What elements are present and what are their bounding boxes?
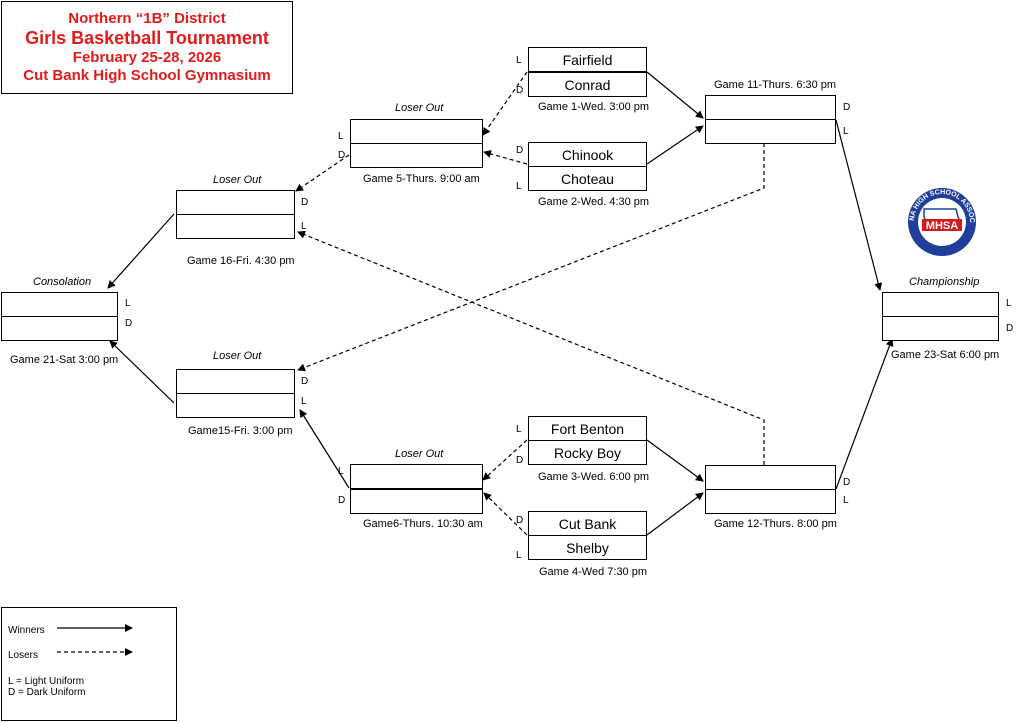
district-title: Northern “1B” District [68,10,226,27]
winner-line-g12-g23 [835,338,894,490]
game6-heading: Loser Out [395,448,444,460]
tournament-dates: February 25-28, 2026 [72,49,222,66]
game12-caption: Game 12-Thurs. 8:00 pm [714,518,837,530]
game5-caption: Game 5-Thurs. 9:00 am [363,173,480,185]
game15-bottom-uniform: L [301,396,307,407]
game21-top-uniform: L [125,298,131,309]
game15-top-uniform: D [301,376,309,387]
winner-line-g6-g15 [299,409,350,489]
game12-bottom-uniform: L [843,495,849,506]
game21-top-slot [1,292,118,317]
game3-top-slot: Fort Benton [528,416,647,441]
game16-bottom-slot [176,214,295,239]
loser-line-g2-g5 [483,150,528,165]
game2-top-uniform: D [516,145,524,156]
game2-top-slot: Chinook [528,142,647,167]
game4-caption: Game 4-Wed 7:30 pm [539,566,648,578]
game15-caption: Game15-Fri. 3:00 pm [188,425,293,437]
game15-bottom-slot [176,393,295,418]
game16-heading: Loser Out [213,174,262,186]
game3-bottom-slot: Rocky Boy [528,440,647,465]
game23-caption: Game 23-Sat 6:00 pm [891,349,1000,361]
loser-line-g5-g16 [295,154,350,192]
game1-caption: Game 1-Wed. 3:00 pm [538,101,650,113]
game4-bottom-uniform: L [516,550,522,561]
game3-top-uniform: L [516,424,522,435]
tournament-title-box: Northern “1B” District Girls Basketball … [1,1,293,94]
game5-heading: Loser Out [395,102,444,114]
tournament-venue: Cut Bank High School Gymnasium [23,67,271,84]
game3-bottom-uniform: D [516,455,524,466]
game23-top-uniform: L [1006,298,1012,309]
game1-top-slot: Fairfield [528,47,647,72]
game5-top-slot [350,119,483,144]
logo-center-text: MHSA [926,220,958,232]
game11-bottom-uniform: L [843,126,849,137]
game6-top-uniform: L [338,466,344,477]
game21-caption: Game 21-Sat 3:00 pm [10,354,119,366]
game11-top-slot [705,95,836,120]
game23-bottom-slot [882,316,999,341]
loser-line-g1-g5 [482,71,528,136]
game11-top-uniform: D [843,102,851,113]
legend-box: Winners Losers L = Light Uniform D = Dar… [1,607,177,721]
winner-line-g15-g21 [109,340,175,404]
championship-heading: Championship [909,276,980,288]
game3-caption: Game 3-Wed. 6:00 pm [538,471,650,483]
loser-line-g3-g6 [482,439,528,481]
game16-top-slot [176,190,295,215]
game4-top-uniform: D [516,515,524,526]
game1-top-uniform: L [516,55,522,66]
winner-line-g3-g12 [646,439,704,482]
game2-caption: Game 2-Wed. 4:30 pm [538,196,650,208]
game2-bottom-slot: Choteau [528,166,647,191]
game21-bottom-uniform: D [125,318,133,329]
game16-top-uniform: D [301,197,309,208]
game1-bottom-uniform: D [516,85,524,96]
game6-bottom-slot [350,489,483,514]
winner-line-g11-g23 [835,119,883,291]
game4-bottom-slot: Shelby [528,535,647,560]
game23-bottom-uniform: D [1006,323,1014,334]
game21-bottom-slot [1,316,118,341]
winner-line-g1-g11 [646,71,704,119]
game5-bottom-uniform: D [338,150,346,161]
game11-bottom-slot [705,119,836,144]
game12-bottom-slot [705,489,836,514]
game16-caption: Game 16-Fri. 4:30 pm [187,255,295,267]
game15-heading: Loser Out [213,350,262,362]
game6-top-slot [350,464,483,489]
loser-line-g12-g16 [297,230,765,465]
winner-line-g4-g12 [646,492,704,536]
game2-bottom-uniform: L [516,181,522,192]
mhsa-logo: MONTANA HIGH SCHOOL ASSOCIATION MHSA [902,187,976,256]
game11-caption: Game 11-Thurs. 6:30 pm [714,79,837,91]
legend-dark-uniform: D = Dark Uniform [8,687,86,698]
game1-bottom-slot: Conrad [528,72,647,97]
game5-top-uniform: L [338,131,344,142]
game12-top-uniform: D [843,477,851,488]
game23-top-slot [882,292,999,317]
tournament-title: Girls Basketball Tournament [25,28,269,48]
legend-winners-label: Winners [8,625,45,636]
game16-bottom-uniform: L [301,221,307,232]
legend-light-uniform: L = Light Uniform [8,676,85,687]
game6-bottom-uniform: D [338,495,346,506]
game15-top-slot [176,369,295,394]
game4-top-slot: Cut Bank [528,511,647,536]
loser-line-g11-g15 [297,143,765,372]
consolation-heading: Consolation [33,276,92,288]
game12-top-slot [705,465,836,490]
game5-bottom-slot [350,143,483,168]
game6-caption: Game6-Thurs. 10:30 am [363,518,483,530]
winner-line-g2-g11 [646,125,704,165]
legend-losers-label: Losers [8,650,39,661]
winner-line-g16-g21 [107,213,175,289]
loser-line-g4-g6 [483,492,528,536]
